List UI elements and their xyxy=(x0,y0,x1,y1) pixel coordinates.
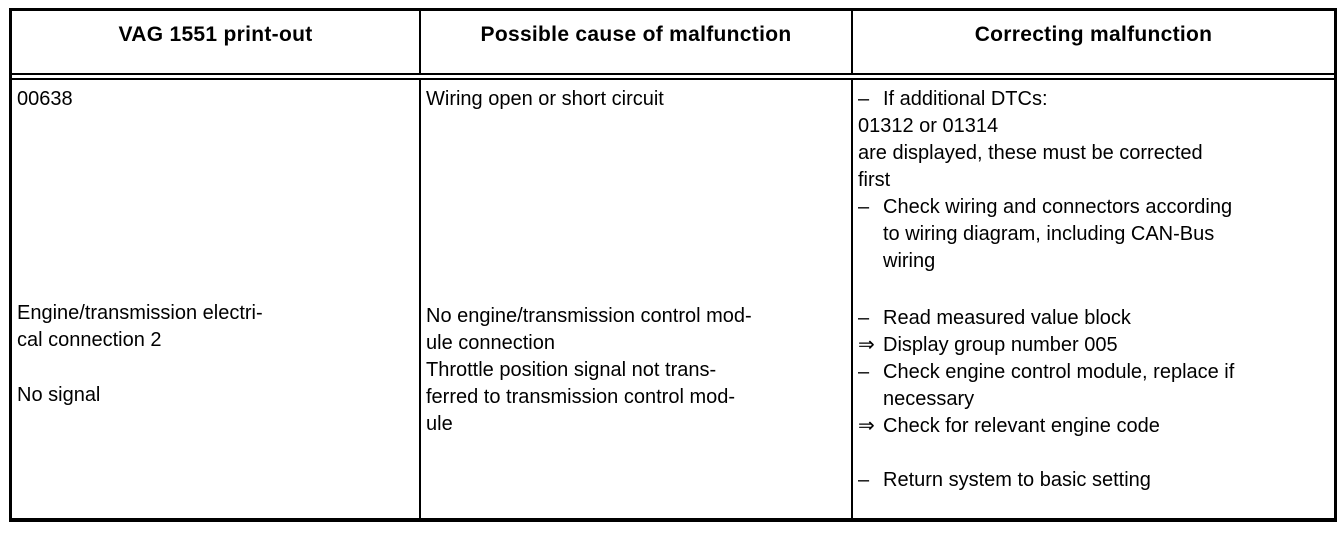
printout-description-line: cal connection 2 xyxy=(17,329,162,351)
printout-signal: No signal xyxy=(17,384,101,406)
correction-line: – Return system to basic setting xyxy=(858,467,1328,494)
header-cell-printout: VAG 1551 print-out xyxy=(12,11,421,73)
header-label-correction: Correcting malfunction xyxy=(974,23,1213,46)
correction-text: 01312 or 01314 xyxy=(858,115,999,137)
correction-line: ⇒ Check for relevant engine code xyxy=(858,413,1328,440)
double-arrow-icon: ⇒ xyxy=(858,415,875,437)
cause-line: Wiring open or short circuit xyxy=(426,88,664,110)
cell-correction: – If additional DTCs: 01312 or 01314 are… xyxy=(853,80,1334,518)
correction-text: are displayed, these must be corrected xyxy=(858,142,1203,164)
correction-text: first xyxy=(858,169,891,191)
correction-text: necessary xyxy=(883,388,975,410)
correction-text: to wiring diagram, including CAN-Bus xyxy=(883,223,1215,245)
correction-text: Check engine control module, replace if xyxy=(883,361,1235,383)
correction-line: – If additional DTCs: xyxy=(858,86,1328,113)
correction-text: If additional DTCs: xyxy=(883,88,1048,110)
header-label-printout: VAG 1551 print-out xyxy=(118,23,313,46)
correction-text: Check for relevant engine code xyxy=(883,415,1160,437)
double-arrow-icon: ⇒ xyxy=(858,334,875,356)
dash-marker: – xyxy=(858,361,870,383)
cause-line: ferred to transmission control mod- xyxy=(426,386,736,408)
correction-line: necessary xyxy=(858,386,1328,413)
correction-line: – Check wiring and connectors according xyxy=(858,194,1328,221)
table-header-row: VAG 1551 print-out Possible cause of mal… xyxy=(12,11,1334,80)
cause-line: ule connection xyxy=(426,332,555,354)
correction-line: 01312 or 01314 xyxy=(858,113,1328,140)
correction-text: Return system to basic setting xyxy=(883,469,1151,491)
correction-line: first xyxy=(858,167,1328,194)
dash-marker: – xyxy=(858,307,870,329)
correction-text: wiring xyxy=(883,250,936,272)
header-cell-correction: Correcting malfunction xyxy=(853,11,1334,73)
dtc-table: VAG 1551 print-out Possible cause of mal… xyxy=(9,8,1337,522)
printout-description-line: Engine/transmission electri- xyxy=(17,302,263,324)
correction-line: – Read measured value block xyxy=(858,305,1328,332)
cause-line: Throttle position signal not trans- xyxy=(426,359,717,381)
correction-text: Read measured value block xyxy=(883,307,1131,329)
cell-printout: 00638 Engine/transmission electri- cal c… xyxy=(12,80,421,518)
header-cell-cause: Possible cause of malfunction xyxy=(421,11,853,73)
correction-line: – Check engine control module, replace i… xyxy=(858,359,1328,386)
cause-line: No engine/transmission control mod- xyxy=(426,305,752,327)
correction-line: to wiring diagram, including CAN-Bus xyxy=(858,221,1328,248)
correction-line: ⇒ Display group number 005 xyxy=(858,332,1328,359)
correction-text: Display group number 005 xyxy=(883,334,1118,356)
cell-cause: Wiring open or short circuit No engine/t… xyxy=(421,80,853,518)
correction-line: wiring xyxy=(858,248,1328,275)
dash-marker: – xyxy=(858,469,870,491)
dash-marker: – xyxy=(858,196,870,218)
correction-text: Check wiring and connectors according xyxy=(883,196,1233,218)
dash-marker: – xyxy=(858,88,870,110)
dtc-code: 00638 xyxy=(17,88,73,110)
correction-line: are displayed, these must be corrected xyxy=(858,140,1328,167)
cause-line: ule xyxy=(426,413,453,435)
table-body-row: 00638 Engine/transmission electri- cal c… xyxy=(12,80,1334,518)
header-label-cause: Possible cause of malfunction xyxy=(480,23,792,46)
